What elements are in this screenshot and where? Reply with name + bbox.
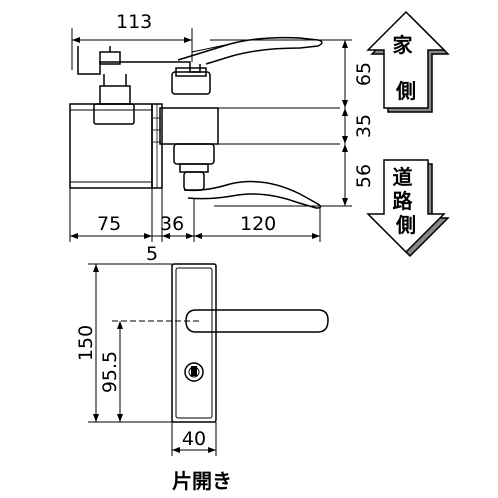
dim-56: 56 xyxy=(353,164,375,188)
door-section xyxy=(159,107,219,145)
upper-hub xyxy=(171,71,211,95)
dim-150: 150 xyxy=(75,325,97,361)
lever-handle xyxy=(185,309,329,333)
escutcheon-plate xyxy=(171,263,217,423)
top-view xyxy=(69,28,352,242)
lock-case xyxy=(69,103,153,189)
dim-5: 5 xyxy=(146,243,158,265)
dim-35: 35 xyxy=(353,114,375,138)
key-cylinder-icon xyxy=(184,362,204,382)
road-side-label: 道 路 側 xyxy=(393,165,420,237)
road-side-arrow xyxy=(366,159,450,258)
dim-36: 36 xyxy=(160,213,184,235)
house-side-arrow xyxy=(366,10,450,113)
caption: 片開き xyxy=(172,469,232,493)
dim-40: 40 xyxy=(182,428,206,450)
house-lever xyxy=(177,36,323,65)
house-side-label: 家 側 xyxy=(393,33,420,103)
dim-95-5: 95.5 xyxy=(99,351,121,393)
front-view xyxy=(88,263,329,456)
dim-113: 113 xyxy=(116,11,152,33)
dim-120: 120 xyxy=(240,213,276,235)
strike-bracket xyxy=(77,46,201,75)
dim-65: 65 xyxy=(353,62,375,86)
dim-75: 75 xyxy=(97,213,121,235)
lower-hub xyxy=(173,143,215,165)
